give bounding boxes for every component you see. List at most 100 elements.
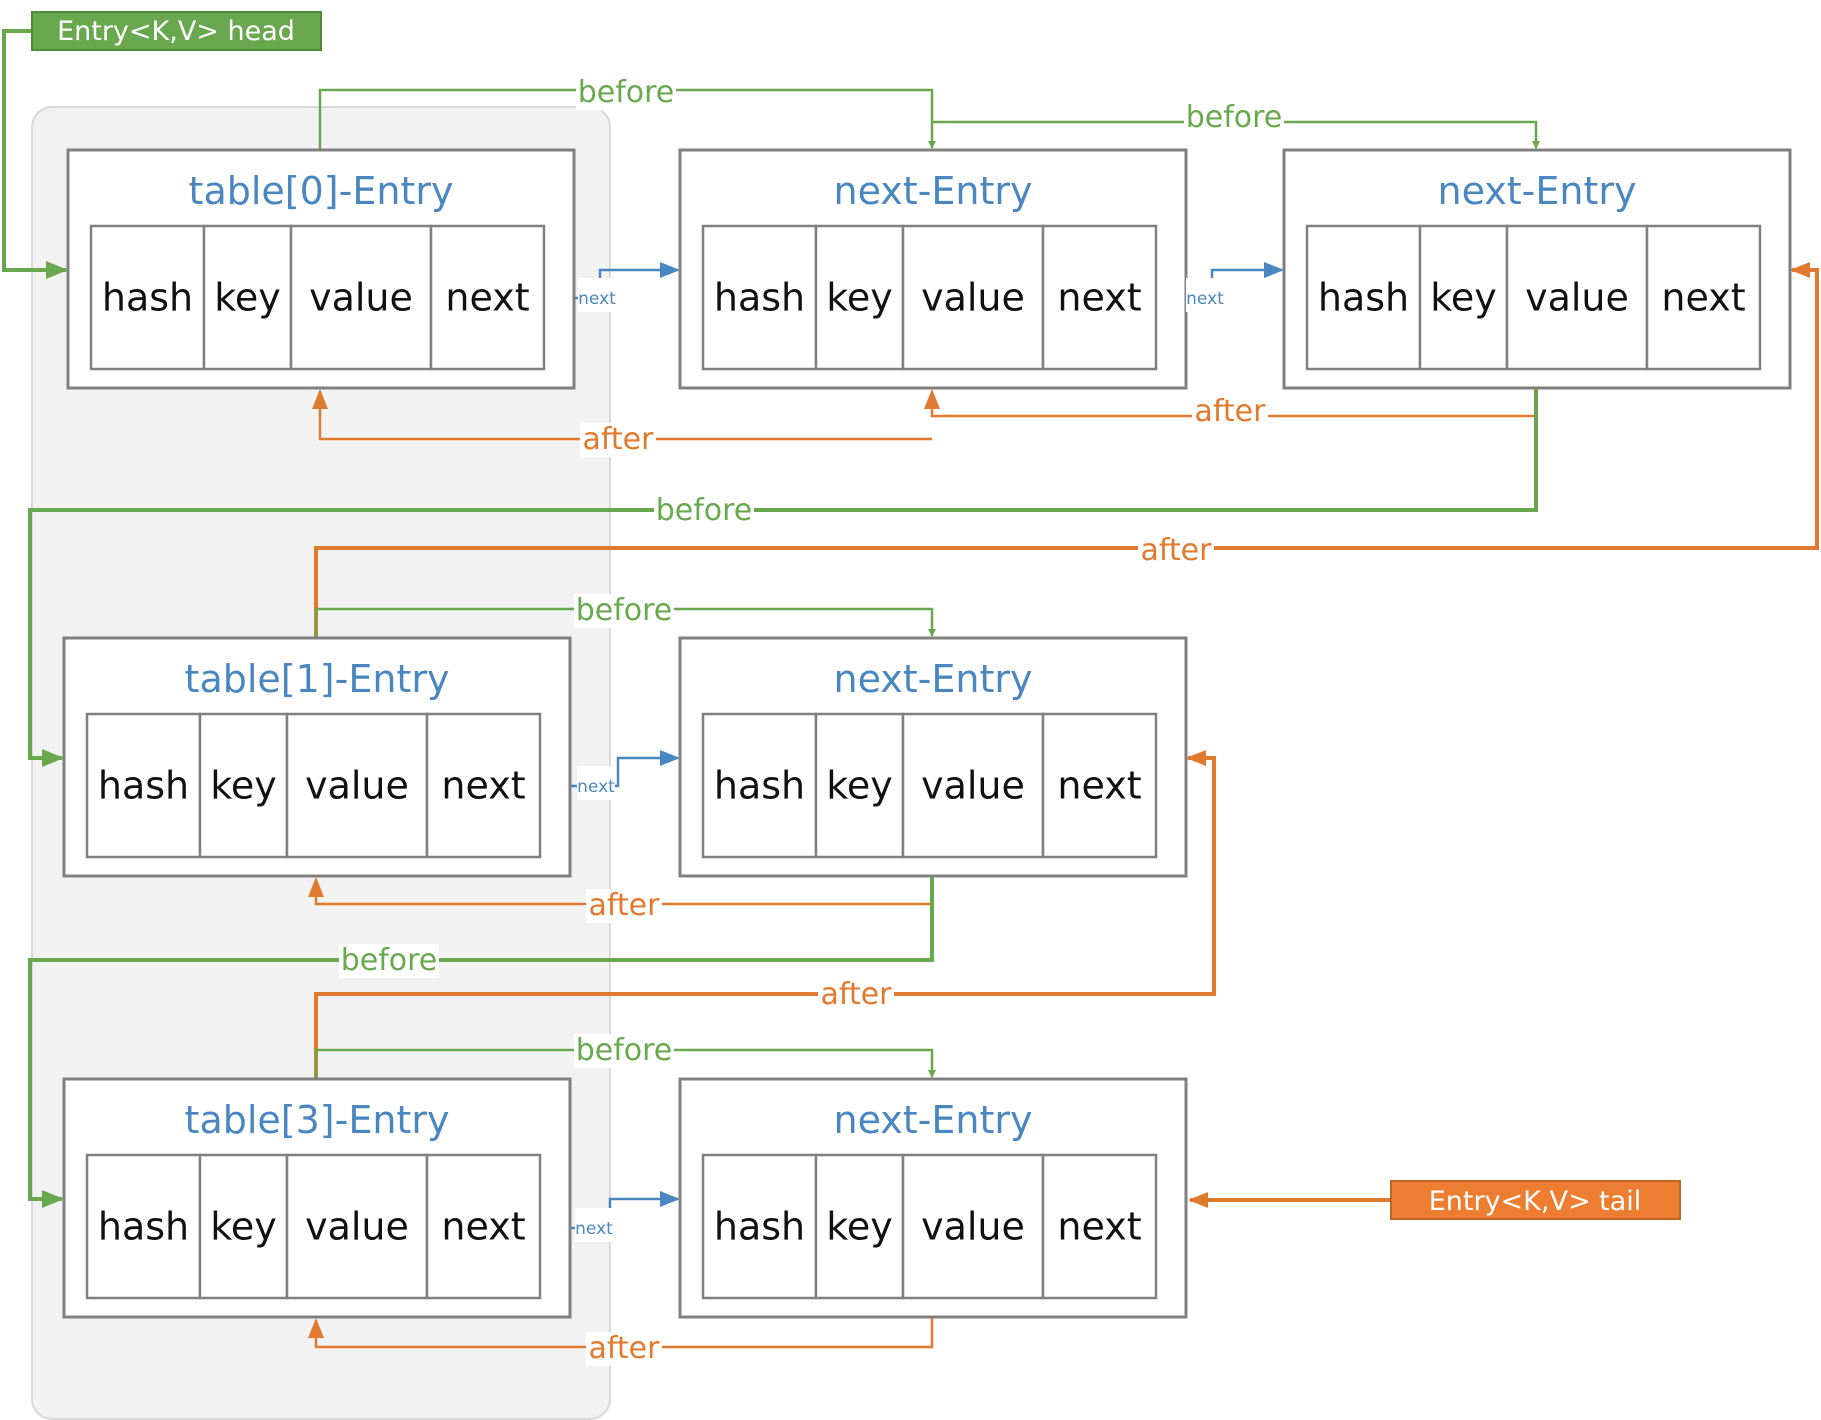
field-value: value: [309, 276, 413, 320]
field-key: key: [210, 1205, 277, 1249]
next-label: next: [1186, 289, 1224, 309]
tail-label: Entry<K,V> tail: [1429, 1186, 1642, 1217]
connector-labels: before before after after before after before a…: [339, 75, 1284, 1366]
after-label: after: [1141, 533, 1213, 568]
entry-title: table[3]-Entry: [185, 1098, 450, 1142]
field-hash: hash: [98, 764, 189, 808]
field-next: next: [1057, 1205, 1141, 1249]
field-next: next: [441, 764, 525, 808]
entry-title: next-Entry: [1438, 169, 1637, 213]
label-background: [574, 1034, 674, 1068]
field-cell: [85, 1153, 202, 1300]
label-background: [586, 889, 662, 923]
field-cell: [701, 1153, 818, 1300]
field-hash: hash: [102, 276, 193, 320]
label-background: [818, 978, 894, 1012]
after-label: after: [583, 422, 655, 457]
field-next: next: [1057, 764, 1141, 808]
head-link: [2, 29, 68, 279]
head-label: Entry<K,V> head: [57, 16, 295, 47]
label-background: [575, 1208, 613, 1242]
field-cell: [901, 224, 1045, 371]
after-label: after: [589, 1331, 661, 1366]
label-background: [1184, 101, 1284, 135]
field-next: next: [441, 1205, 525, 1249]
field-hash: hash: [1318, 276, 1409, 320]
entry-title: next-Entry: [834, 657, 1033, 701]
field-hash: hash: [714, 276, 805, 320]
entry-title: table[1]-Entry: [185, 657, 450, 701]
label-background: [574, 594, 674, 628]
field-cell: [1505, 224, 1649, 371]
tail-tag: [1390, 1180, 1681, 1220]
before-link: [28, 388, 1538, 767]
field-next: next: [445, 276, 529, 320]
after-label: after: [821, 977, 893, 1012]
field-cell: [285, 712, 429, 859]
field-cell: [85, 712, 202, 859]
field-cell: [1041, 1153, 1158, 1300]
field-cell: [429, 224, 546, 371]
label-background: [654, 494, 754, 528]
before-label: before: [341, 943, 438, 978]
field-cell: [425, 712, 542, 859]
label-background: [1138, 534, 1214, 568]
next-label: next: [577, 777, 615, 797]
field-value: value: [921, 276, 1025, 320]
tail-pointer: Entry<K,V> tail: [1390, 1180, 1681, 1220]
field-value: value: [305, 764, 409, 808]
field-hash: hash: [714, 764, 805, 808]
after-link: [314, 750, 1216, 1079]
entry-title: table[0]-Entry: [189, 169, 454, 213]
field-cell: [1305, 224, 1422, 371]
label-background: [578, 278, 616, 312]
field-cell: [701, 712, 818, 859]
label-background: [1186, 278, 1224, 312]
field-cell: [425, 1153, 542, 1300]
field-hash: hash: [98, 1205, 189, 1249]
label-background: [339, 944, 439, 978]
field-value: value: [921, 1205, 1025, 1249]
field-cell: [814, 712, 905, 859]
label-background: [580, 423, 656, 457]
field-cell: [1418, 224, 1509, 371]
field-next: next: [1057, 276, 1141, 320]
field-hash: hash: [714, 1205, 805, 1249]
next-label: next: [575, 1219, 613, 1239]
field-key: key: [1430, 276, 1497, 320]
before-label: before: [578, 75, 675, 110]
head-pointer: Entry<K,V> head: [31, 11, 322, 51]
field-cell: [202, 224, 293, 371]
label-background: [577, 766, 615, 800]
field-next: next: [1661, 276, 1745, 320]
field-cell: [285, 1153, 429, 1300]
next-label: next: [578, 289, 616, 309]
label-background: [586, 1332, 662, 1366]
entry-title: next-Entry: [834, 169, 1033, 213]
after-link: [312, 389, 932, 441]
field-key: key: [826, 764, 893, 808]
field-key: key: [826, 276, 893, 320]
field-key: key: [826, 1205, 893, 1249]
before-link: [932, 120, 1540, 149]
field-value: value: [921, 764, 1025, 808]
after-label: after: [589, 888, 661, 923]
entry-title: next-Entry: [834, 1098, 1033, 1142]
before-label: before: [656, 493, 753, 528]
field-cell: [1041, 712, 1158, 859]
field-value: value: [1525, 276, 1629, 320]
before-label: before: [576, 593, 673, 628]
after-label: after: [1195, 394, 1267, 429]
field-cell: [1041, 224, 1158, 371]
field-cell: [901, 1153, 1045, 1300]
after-link: [314, 262, 1819, 638]
label-background: [1192, 395, 1268, 429]
